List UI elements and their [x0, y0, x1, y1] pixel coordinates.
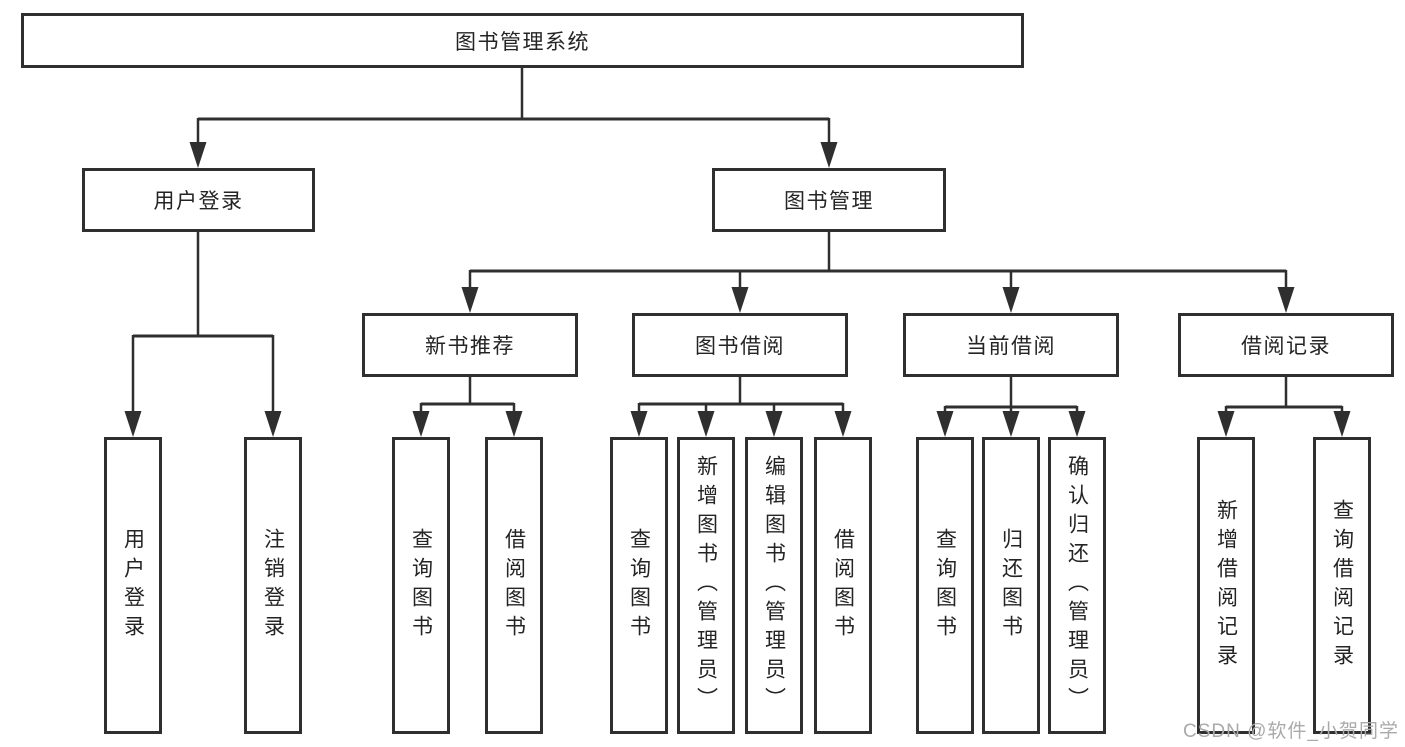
- leaf-add-borrow-record: 新增借阅记录: [1197, 437, 1255, 734]
- node-root: 图书管理系统: [21, 13, 1024, 68]
- node-current-borrow: 当前借阅: [903, 313, 1119, 377]
- leaf-borrow-query-books: 查询图书: [610, 437, 668, 734]
- node-new-book-recommend: 新书推荐: [362, 313, 578, 377]
- edge-userlogin-to-leaves: [124, 231, 282, 437]
- leaf-query-borrow-record: 查询借阅记录: [1313, 437, 1371, 734]
- leaf-edit-book-admin: 编辑图书（管理员）: [745, 437, 803, 734]
- leaf-confirm-return-admin: 确认归还（管理员）: [1048, 437, 1106, 734]
- edge-root-to-level2: [189, 68, 838, 168]
- watermark: CSDN @软件_小贺同学: [1183, 721, 1399, 742]
- leaf-return-book: 归还图书: [982, 437, 1040, 734]
- node-book-borrow: 图书借阅: [632, 313, 848, 377]
- edge-recommend-to-leaves: [412, 377, 523, 437]
- node-borrow-records: 借阅记录: [1178, 313, 1394, 377]
- edge-current-to-leaves: [936, 377, 1086, 437]
- node-book-management: 图书管理: [712, 168, 946, 232]
- leaf-current-query-books: 查询图书: [916, 437, 974, 734]
- edge-borrow-to-leaves: [630, 377, 852, 437]
- leaf-user-login: 用户登录: [104, 437, 162, 734]
- leaf-logout: 注销登录: [244, 437, 302, 734]
- leaf-borrow-borrow-books: 借阅图书: [814, 437, 872, 734]
- edge-records-to-leaves: [1217, 377, 1351, 437]
- leaf-recommend-query-books: 查询图书: [392, 437, 450, 734]
- edge-bookmgmt-to-level3: [461, 231, 1295, 313]
- leaf-recommend-borrow-books: 借阅图书: [485, 437, 543, 734]
- node-user-login: 用户登录: [82, 168, 315, 232]
- leaf-add-book-admin: 新增图书（管理员）: [677, 437, 735, 734]
